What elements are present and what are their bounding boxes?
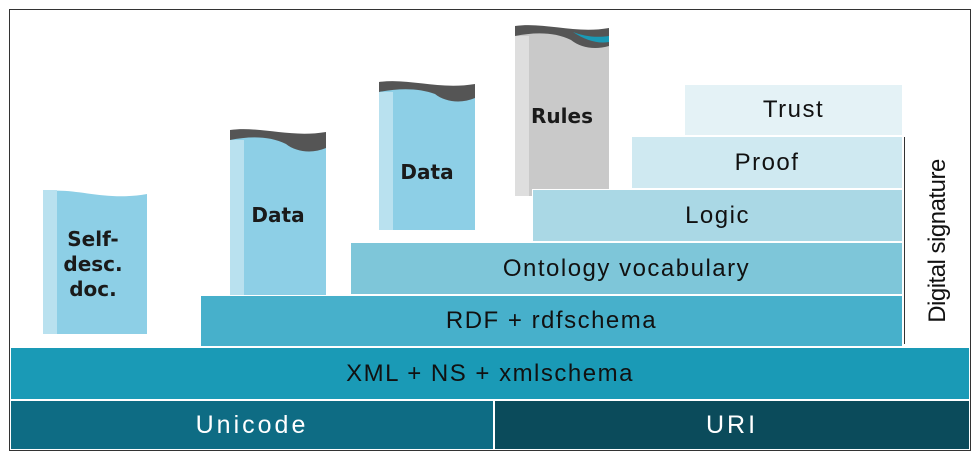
layer-trust: Trust <box>684 84 903 136</box>
layer-rdf: RDF + rdfschema <box>200 295 903 347</box>
layer-trust-label: Trust <box>762 96 825 123</box>
layer-unicode-label: Unicode <box>195 410 309 439</box>
document-data-2: Data <box>379 81 475 230</box>
document-data-1: Data <box>230 129 326 295</box>
layer-proof-label: Proof <box>734 148 800 176</box>
document-rules-label: Rules <box>531 104 593 128</box>
document-self-desc: Self- desc. doc. <box>43 182 147 334</box>
layer-uri: URI <box>494 400 970 450</box>
digital-signature-label: Digital signature <box>923 158 951 323</box>
document-data-1-shape: Data <box>230 129 326 295</box>
digital-signature-column: Digital signature <box>904 137 970 344</box>
document-self-desc-line-3: doc. <box>69 277 117 301</box>
document-data-2-shape: Data <box>379 81 475 230</box>
document-self-desc-line-1: Self- <box>67 227 118 251</box>
document-data-1-label: Data <box>251 203 304 227</box>
document-rules-shape: Rules <box>515 25 609 196</box>
layer-xml-label: XML + NS + xmlschema <box>346 359 634 387</box>
document-self-desc-shape: Self- desc. doc. <box>43 182 147 334</box>
layer-proof: Proof <box>631 136 903 189</box>
document-self-desc-line-2: desc. <box>63 252 122 276</box>
layer-unicode: Unicode <box>10 400 494 450</box>
layer-ontology-label: Ontology vocabulary <box>502 254 751 282</box>
document-rules: Rules <box>515 25 609 196</box>
layer-rdf-label: RDF + rdfschema <box>445 307 658 334</box>
layer-ontology-vocabulary: Ontology vocabulary <box>350 242 903 295</box>
document-data-2-label: Data <box>400 160 453 184</box>
layer-xml: XML + NS + xmlschema <box>10 347 970 400</box>
layer-logic-label: Logic <box>685 201 750 229</box>
layer-uri-label: URI <box>705 410 759 439</box>
layer-logic: Logic <box>532 189 903 242</box>
